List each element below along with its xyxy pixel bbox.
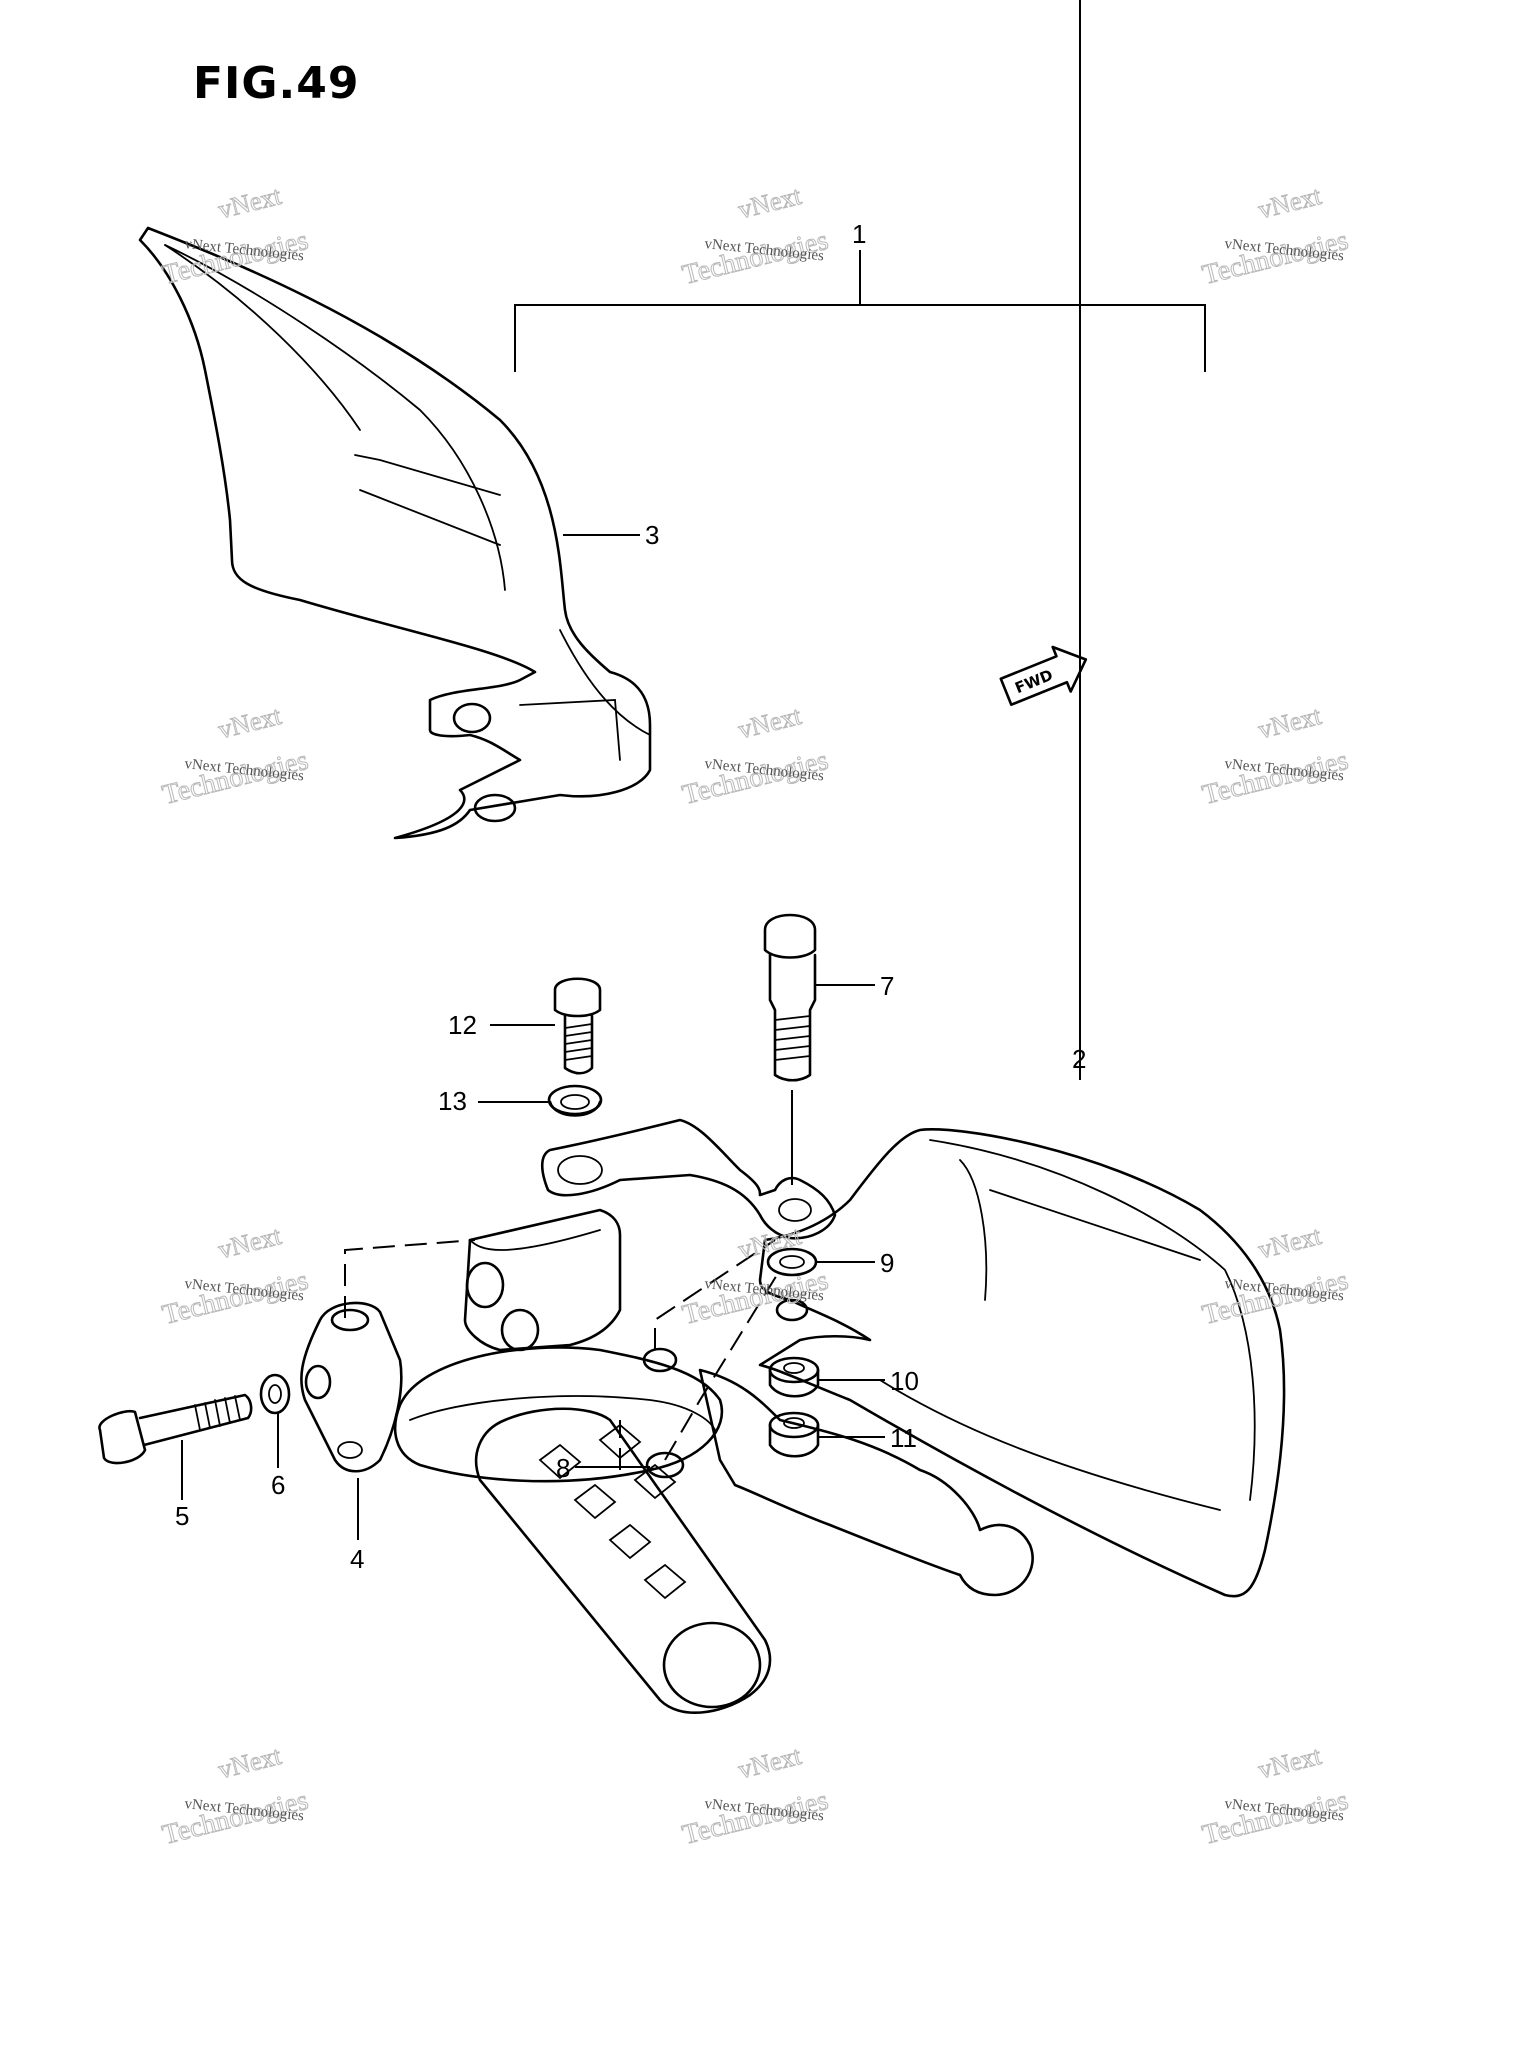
watermark-brand-top: vNext	[215, 701, 284, 745]
callout-4: 4	[350, 1544, 364, 1574]
watermark-brand-top: vNext	[215, 1741, 284, 1785]
watermark-brand-top: vNext	[1255, 181, 1324, 225]
shoulder-bolt-7	[763, 913, 875, 1185]
figure-title: FIG.49	[193, 58, 360, 109]
nut-11	[768, 1411, 885, 1458]
callout-13: 13	[438, 1086, 467, 1116]
nut-10	[768, 1356, 885, 1398]
hand-guard-upper	[138, 226, 652, 840]
watermark-brand-top: vNext	[1255, 1221, 1324, 1265]
assembly-bracket	[514, 250, 1206, 372]
watermark-brand-top: vNext	[215, 181, 284, 225]
callout-7: 7	[880, 971, 894, 1001]
watermark-brand-top: vNext	[1255, 1741, 1324, 1785]
hand-guard-lower	[758, 0, 1286, 1598]
callout-9: 9	[880, 1248, 894, 1278]
assembly-dash-lines	[344, 1239, 781, 1470]
callout-11: 11	[890, 1423, 917, 1453]
callout-1: 1	[852, 219, 866, 249]
callout-8: 8	[556, 1453, 570, 1483]
callout-5: 5	[175, 1501, 189, 1531]
washer-6	[259, 1373, 291, 1468]
lever-and-grip-assembly	[300, 1208, 1034, 1715]
watermark-brand-top: vNext	[735, 701, 804, 745]
callout-2: 2	[1072, 1044, 1086, 1074]
callout-6: 6	[271, 1470, 285, 1500]
callout-labels: 1 2 3 4 5 6 7 8 9 10 11 12 13	[175, 219, 1086, 1574]
washer-9	[766, 1247, 875, 1277]
callout-12: 12	[448, 1010, 477, 1040]
mounting-plate	[540, 1118, 837, 1240]
grommet-13	[478, 1084, 603, 1117]
callout-10: 10	[890, 1366, 919, 1396]
watermark-brand-top: vNext	[1255, 701, 1324, 745]
callout-3: 3	[645, 520, 659, 550]
bolt-12	[490, 977, 602, 1075]
watermark-brand-top: vNext	[735, 1741, 804, 1785]
watermark-brand-top: vNext	[735, 181, 804, 225]
bolt-5	[98, 1393, 253, 1500]
watermark-brand-top: vNext	[215, 1221, 284, 1265]
